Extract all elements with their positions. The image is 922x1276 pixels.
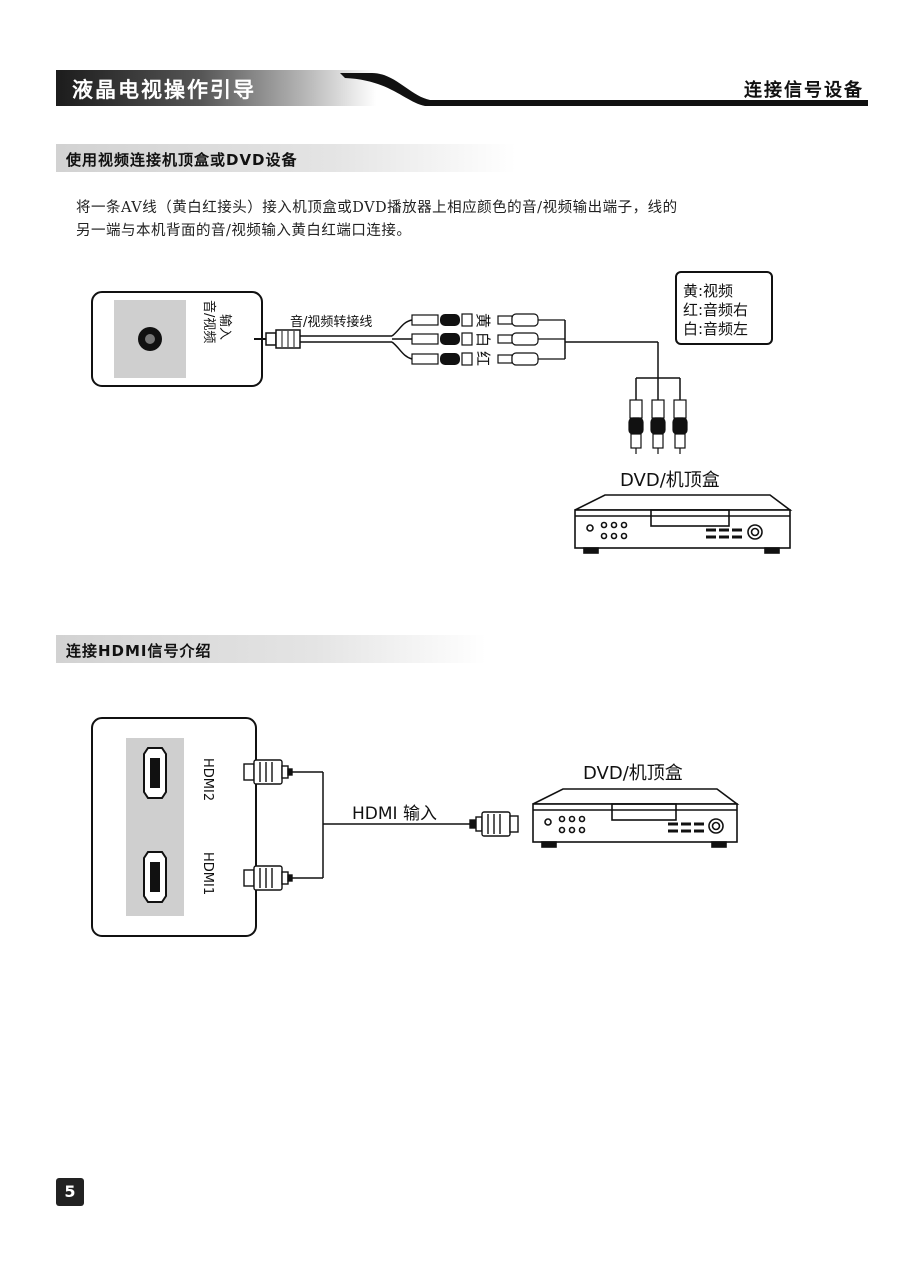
page-number: 5 xyxy=(56,1178,84,1206)
hdmi-cable xyxy=(292,771,470,879)
legend-white: 白:音频左 xyxy=(683,320,748,338)
rca-jack-row xyxy=(497,313,565,366)
dvd-player-icon-hdmi xyxy=(532,788,740,848)
section-av-description: 将一条AV线（黄白红接头）接入机顶盒或DVD播放器上相应颜色的音/视频输出端子，… xyxy=(76,197,836,243)
rca-plug-yellow-icon xyxy=(411,313,473,327)
header-curve xyxy=(340,73,868,106)
hdmi-plug-2-icon xyxy=(243,759,293,785)
av-input-label-line1: 音/视频 xyxy=(201,300,217,343)
hdmi-cable-label: HDMI 输入 xyxy=(352,804,437,824)
header-band xyxy=(56,70,376,106)
hdmi2-label: HDMI2 xyxy=(200,758,215,801)
av-input-label-line2: 输入 xyxy=(217,314,233,340)
section-av-title: 使用视频连接机顶盒或DVD设备 xyxy=(66,151,298,169)
hdmi-plug-device-icon xyxy=(469,811,519,837)
hdmi1-label: HDMI1 xyxy=(200,852,215,895)
description-line-1: 将一条AV线（黄白红接头）接入机顶盒或DVD播放器上相应颜色的音/视频输出端子，… xyxy=(76,200,678,216)
hdmi-plug-1-icon xyxy=(243,865,293,891)
av-connection-diagram: 音/视频 输入 音/视频转接线 黄 白 红 xyxy=(91,271,793,554)
rca-plug-vertical-icons xyxy=(628,399,688,454)
rca-plug-white-icon xyxy=(411,332,473,346)
tv-av-panel: 音/视频 输入 xyxy=(91,291,263,387)
legend-yellow: 黄:视频 xyxy=(683,282,733,300)
page-title: 液晶电视操作引导 xyxy=(72,78,256,102)
av-cable-bundle xyxy=(300,319,413,360)
dvd-player-icon xyxy=(574,494,793,554)
section-hdmi-band xyxy=(56,635,486,663)
av-cable-to-device xyxy=(564,320,681,400)
av-device-label: DVD/机顶盒 xyxy=(620,470,720,491)
tv-hdmi-panel: HDMI2 HDMI1 xyxy=(91,717,257,937)
section-hdmi-title: 连接HDMI信号介绍 xyxy=(66,642,212,660)
hdmi-connection-diagram: HDMI2 HDMI1 HDMI 输入 DVD/机顶盒 xyxy=(91,717,740,937)
av-cable-label: 音/视频转接线 xyxy=(290,314,372,330)
plug-label-yellow: 黄 xyxy=(474,313,492,328)
plug-label-white: 白 xyxy=(474,332,492,347)
section-av-band xyxy=(56,144,516,172)
description-line-2: 另一端与本机背面的音/视频输入黄白红端口连接。 xyxy=(76,223,412,239)
mini-jack-plug-icon xyxy=(254,329,301,349)
color-legend-box: 黄:视频 红:音频右 白:音频左 xyxy=(675,271,773,345)
legend-red: 红:音频右 xyxy=(683,301,748,319)
section-title-right: 连接信号设备 xyxy=(744,80,864,101)
rca-plug-red-icon xyxy=(411,352,473,366)
hdmi-device-label: DVD/机顶盒 xyxy=(583,763,683,784)
plug-label-red: 红 xyxy=(474,351,492,366)
